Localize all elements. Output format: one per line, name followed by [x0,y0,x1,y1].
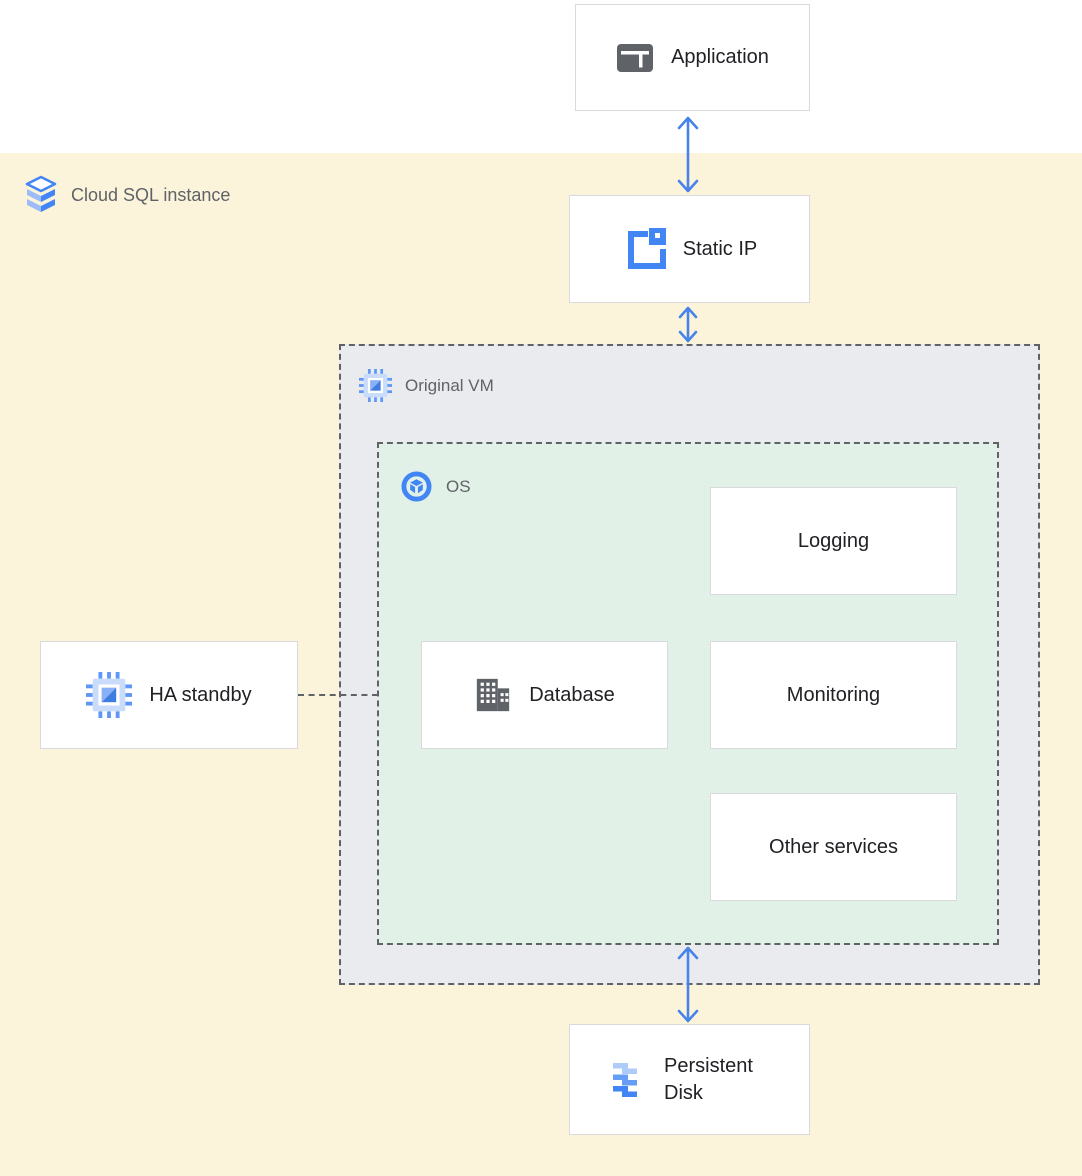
original-vm-label: Original VM [359,369,494,402]
cloud-sql-icon [24,175,58,215]
database-node: Database [421,641,668,749]
application-label: Application [671,46,769,68]
static-ip-node: Static IP [569,195,810,303]
cloud-sql-instance-label: Cloud SQL instance [24,175,230,215]
persistent-disk-label: Persistent Disk [664,1054,753,1104]
ha-standby-node: HA standby [40,641,298,749]
monitoring-label: Monitoring [786,683,881,706]
external-ip-icon [622,227,666,271]
cloud-sql-instance-label-text: Cloud SQL instance [71,184,231,205]
os-label: OS [401,471,471,502]
database-building-icon [474,676,512,714]
persistent-disk-icon [603,1058,647,1102]
logging-node: Logging [710,487,957,595]
persistent-disk-node: Persistent Disk [569,1024,810,1135]
monitoring-node: Monitoring [710,641,957,749]
application-node: Application [575,4,810,111]
os-label-text: OS [446,476,471,496]
logging-label: Logging [797,529,870,552]
ha-standby-label: HA standby [149,683,252,706]
ha-standby-connector [298,694,378,696]
compute-engine-icon [86,672,133,718]
os-icon [401,471,432,502]
other-services-label: Other services [769,835,898,858]
compute-engine-icon [359,369,392,402]
original-vm-label-text: Original VM [405,375,494,395]
app-window-icon [616,43,654,73]
other-services-node: Other services [710,793,957,901]
database-label: Database [529,683,615,706]
static-ip-label: Static IP [682,237,758,260]
